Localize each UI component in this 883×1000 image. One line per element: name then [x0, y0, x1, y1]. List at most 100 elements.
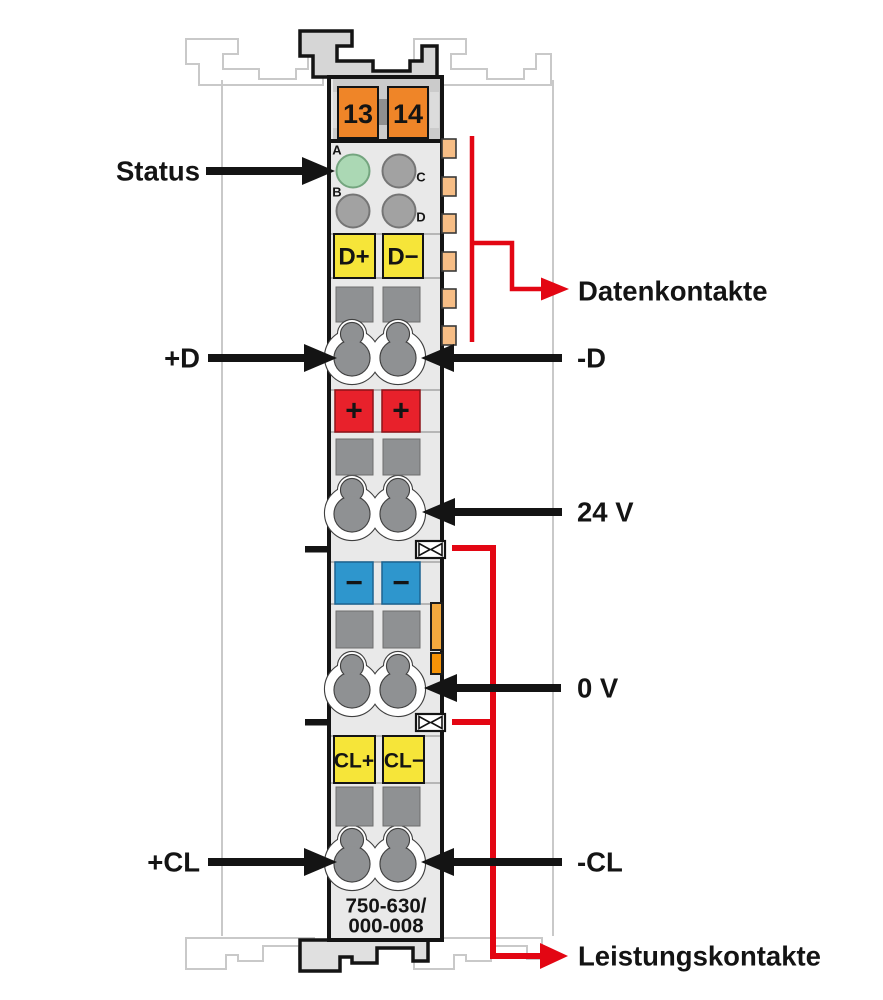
- power-jumper-contact: [430, 602, 443, 651]
- plus-cl-arrow: [208, 848, 337, 876]
- callout-24v: 24 V: [577, 497, 634, 528]
- marking-row-d: D+ D−: [333, 233, 424, 323]
- clamp-release-slot: [382, 286, 421, 323]
- callout-plus-cl: +CL: [147, 847, 200, 878]
- marking-plus-box: [334, 389, 374, 433]
- cage-clamp-terminals: [323, 318, 427, 892]
- marking-cl-minus-box: [382, 735, 425, 784]
- clamp-release-slot: [335, 610, 374, 649]
- arrowhead-right-icon: [302, 157, 335, 185]
- power-contacts-red-arrowhead-icon: [540, 943, 568, 969]
- power-jumper-junction-icon: [418, 715, 443, 730]
- callout-0v: 0 V: [577, 673, 619, 704]
- status-led-b: [335, 193, 371, 229]
- recess-bottom-edge: [331, 139, 440, 143]
- terminal-13-block: [337, 86, 379, 139]
- terminal-14-block: [387, 86, 429, 139]
- terminal-row-d: [323, 318, 427, 386]
- arrowhead-right-icon: [304, 344, 337, 372]
- marking-minus: −: [392, 567, 410, 600]
- status-led-c: [381, 153, 417, 189]
- recess-tab-left: [333, 92, 340, 128]
- led-label-d: D: [416, 210, 425, 225]
- segment-dividers: [305, 539, 447, 733]
- callout-status: Status: [116, 156, 200, 187]
- led-label-c: C: [416, 170, 426, 185]
- data-contact-tab: [441, 176, 457, 197]
- clamp-release-slot: [382, 786, 421, 827]
- clamp-release-slot: [335, 786, 374, 827]
- terminal-number-13: 13: [343, 99, 373, 129]
- clamp-release-slot: [335, 286, 374, 323]
- callout-arrows: [206, 157, 562, 876]
- status-led-d: [381, 193, 417, 229]
- terminal-number-14: 14: [393, 99, 423, 129]
- recess-tab-right: [430, 92, 439, 128]
- callout-minus-d: -D: [577, 343, 606, 374]
- v0-arrow: [424, 674, 561, 702]
- arrowhead-left-icon: [424, 674, 457, 702]
- v24-arrow: [422, 498, 562, 526]
- module-number-line2: 000-008: [348, 915, 423, 938]
- marking-d-minus-box: [382, 233, 424, 279]
- terminal-row-0v: [323, 650, 427, 718]
- marking-d-plus: D+: [338, 244, 369, 271]
- data-contact-tab: [441, 325, 457, 346]
- marking-plus-box: [381, 389, 421, 433]
- marking-minus-box: [381, 561, 421, 605]
- callout-labels: Status + D +CL -D 24 V 0 V -CL Datenkonta…: [116, 156, 821, 972]
- marking-cl-plus: CL+: [334, 750, 374, 773]
- segment-tick: [305, 719, 330, 726]
- terminal-row-24v: [323, 474, 427, 542]
- marking-d-plus-box: [333, 233, 376, 279]
- minus-d-arrow: [421, 344, 562, 372]
- data-contact-tabs: [441, 138, 457, 346]
- marking-minus-box: [334, 561, 374, 605]
- power-jumper-junction-icon: [418, 542, 443, 557]
- marking-plus: +: [392, 395, 410, 428]
- marking-cl-plus-box: [333, 735, 376, 784]
- arrowhead-left-icon: [422, 498, 455, 526]
- clamp-release-slot: [382, 610, 421, 649]
- data-contacts-red-branch: [470, 240, 541, 292]
- callout-power-contacts: Leistungskontakte: [578, 941, 821, 972]
- module-order-number: 750-630/ 000-008: [346, 895, 427, 938]
- terminal-row-cl: [323, 824, 427, 892]
- data-contacts-callout-line: [469, 136, 569, 342]
- arrowhead-right-icon: [304, 848, 337, 876]
- top-connector-recess: 13 14: [331, 79, 440, 143]
- clamp-release-slot: [382, 438, 421, 476]
- power-contacts-callout-line: [452, 545, 568, 969]
- callout-minus-cl: -CL: [577, 847, 623, 878]
- marking-d-minus: D−: [387, 244, 418, 271]
- clamp-release-slot: [335, 438, 374, 476]
- data-contact-tab: [441, 251, 457, 272]
- led-label-b: B: [332, 185, 341, 200]
- arrowhead-left-icon: [421, 848, 454, 876]
- marking-row-0v: − −: [334, 561, 443, 675]
- status-led-a-green: [335, 153, 371, 189]
- marking-row-24v: + +: [334, 389, 421, 476]
- marking-minus: −: [345, 567, 363, 600]
- module-number-line1: 750-630/: [346, 895, 427, 918]
- power-contacts-red-rail: [452, 545, 540, 959]
- connector-bridge: [377, 99, 389, 125]
- status-arrow: [206, 157, 335, 185]
- callout-data-contacts: Datenkontakte: [578, 276, 768, 307]
- data-contact-tab: [441, 138, 457, 159]
- marking-plus: +: [345, 395, 363, 428]
- din-rail-clip-top: [298, 29, 439, 79]
- power-jumper-contact: [430, 652, 443, 675]
- marking-row-cl: CL+ CL−: [333, 735, 425, 827]
- minus-cl-arrow: [421, 848, 562, 876]
- arrowhead-left-icon: [421, 344, 454, 372]
- data-contact-tab: [441, 213, 457, 234]
- din-rail-clip-bottom: [298, 938, 430, 973]
- marking-cl-minus: CL−: [384, 750, 424, 773]
- segment-tick: [305, 546, 330, 553]
- led-label-a: A: [332, 143, 342, 158]
- data-contact-tab: [441, 288, 457, 309]
- status-led-group: A B C D: [332, 143, 426, 229]
